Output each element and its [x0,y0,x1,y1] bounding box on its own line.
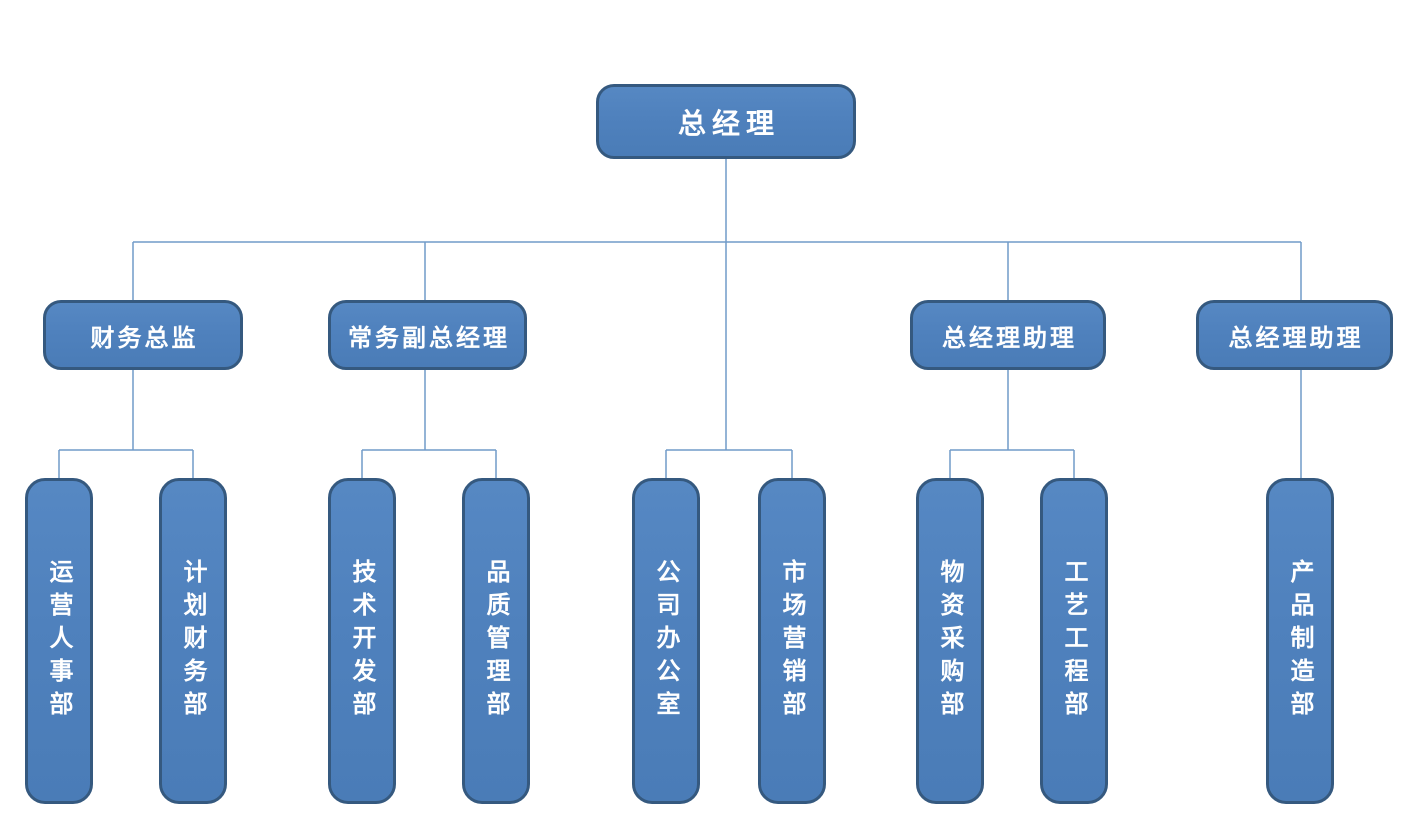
node-dept-operations-hr[interactable]: 运营人事部 [25,478,93,804]
node-label: 物资采购部 [936,558,965,724]
node-label: 财务总监 [90,322,199,352]
node-gm-assistant-2[interactable]: 总经理助理 [1196,300,1393,370]
node-label: 总经理助理 [1228,322,1364,352]
node-label: 总经理助理 [942,322,1077,352]
node-label: 市场营销部 [778,558,807,724]
node-finance-director[interactable]: 财务总监 [43,300,243,370]
node-gm-assistant-1[interactable]: 总经理助理 [910,300,1106,370]
node-dept-process-engineering[interactable]: 工艺工程部 [1040,478,1108,804]
node-label: 常务副总经理 [348,322,510,352]
node-dept-marketing[interactable]: 市场营销部 [758,478,826,804]
node-label: 品质管理部 [482,558,511,724]
node-dept-product-manufacturing[interactable]: 产品制造部 [1266,478,1334,804]
node-dept-materials-procurement[interactable]: 物资采购部 [916,478,984,804]
node-dept-tech-development[interactable]: 技术开发部 [328,478,396,804]
node-label: 工艺工程部 [1060,558,1089,724]
node-label: 技术开发部 [348,558,377,724]
node-dept-company-office[interactable]: 公司办公室 [632,478,700,804]
node-label: 总经理 [677,106,780,140]
node-dept-quality-management[interactable]: 品质管理部 [462,478,530,804]
node-general-manager[interactable]: 总经理 [596,84,856,159]
node-label: 计划财务部 [179,558,208,724]
node-label: 运营人事部 [45,558,74,724]
node-dept-planning-finance[interactable]: 计划财务部 [159,478,227,804]
node-label: 公司办公室 [652,558,681,724]
node-label: 产品制造部 [1286,558,1315,724]
node-executive-deputy-gm[interactable]: 常务副总经理 [328,300,527,370]
